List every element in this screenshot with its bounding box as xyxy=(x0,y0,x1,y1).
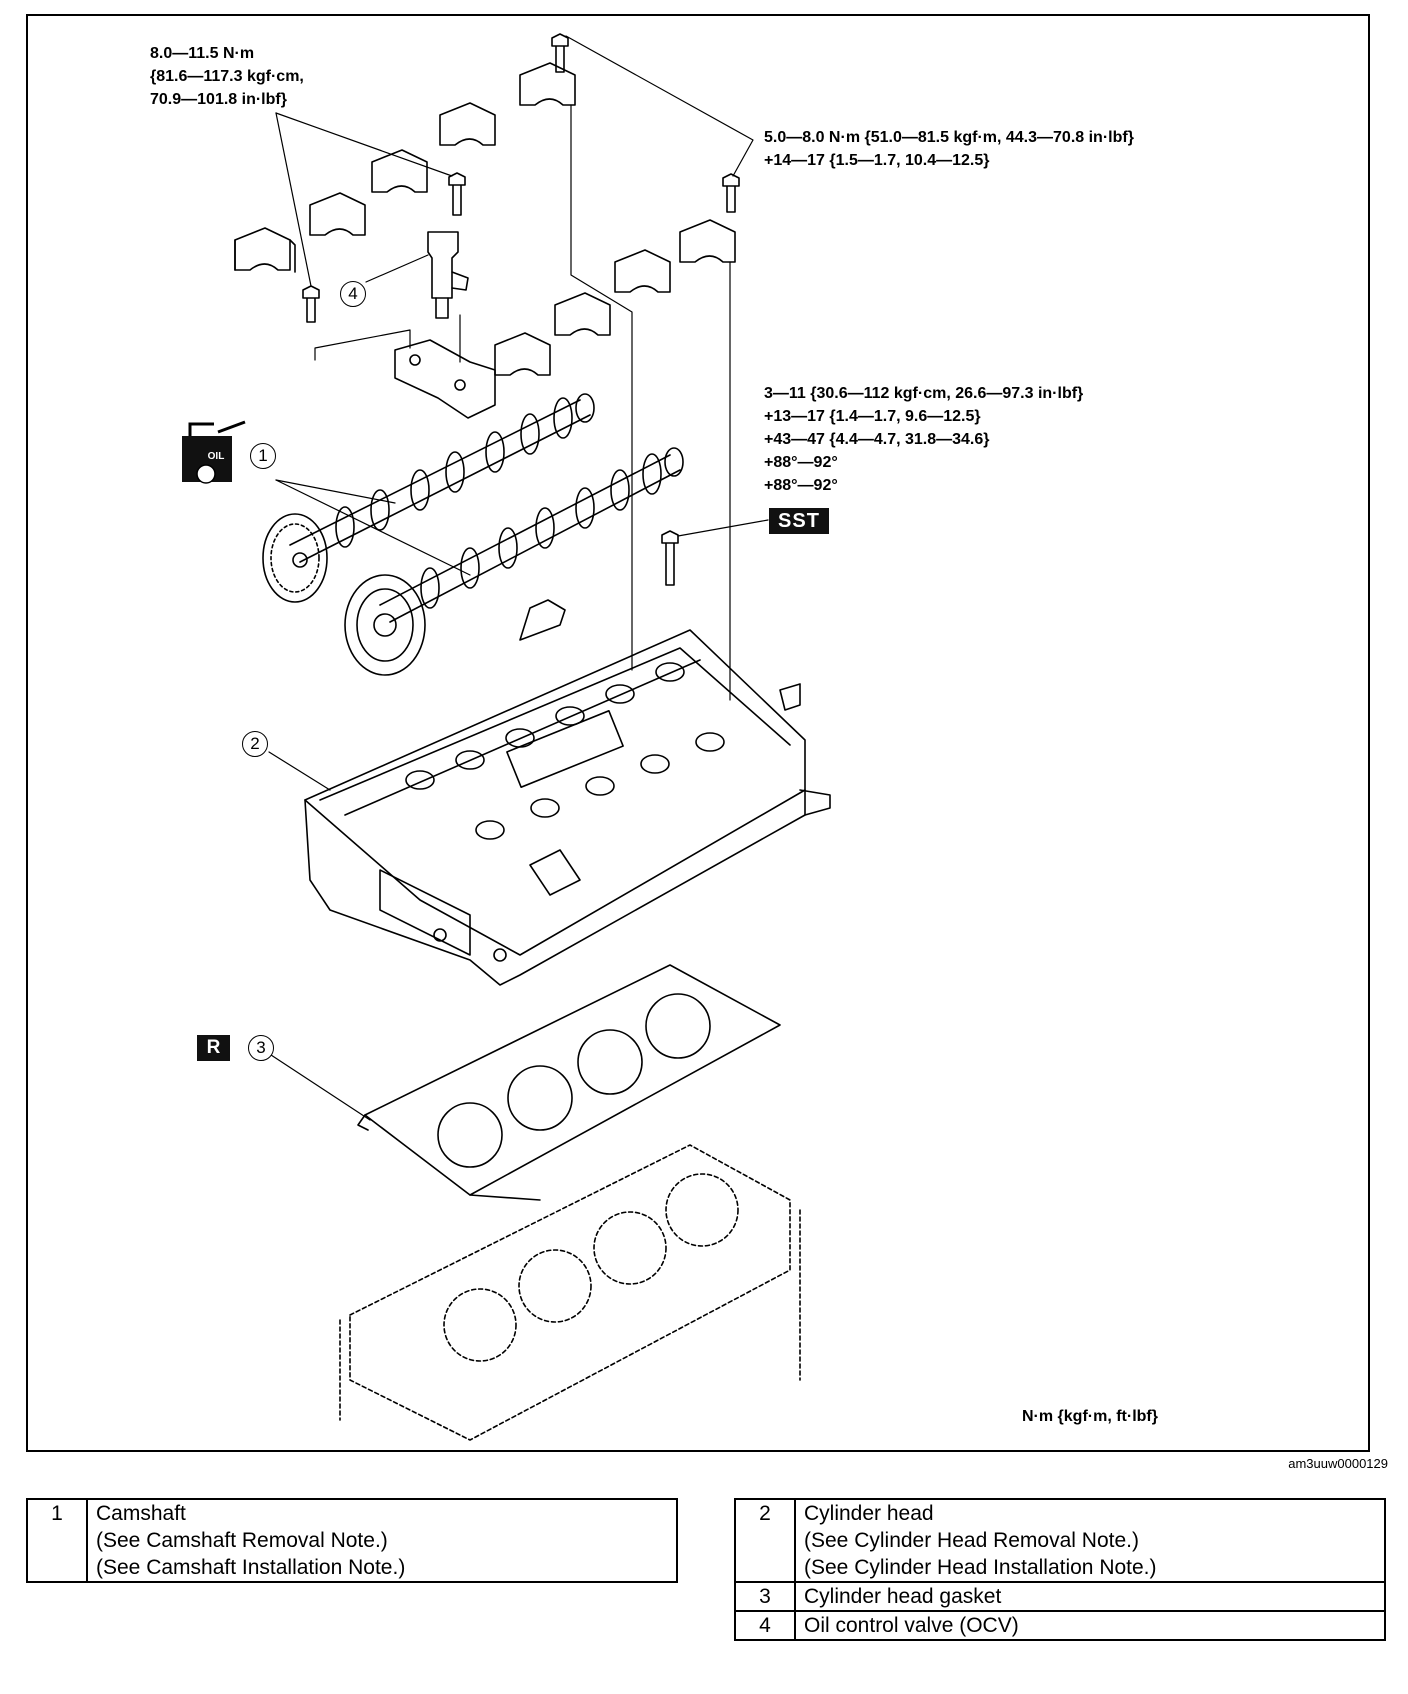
cylinder-head xyxy=(304,599,831,986)
legend-description: Cylinder head (See Cylinder Head Removal… xyxy=(794,1498,1386,1583)
legend-line: Camshaft xyxy=(96,1502,186,1525)
torque-spec-ocv-bolt: 8.0—11.5 N·m {81.6—117.3 kgf·cm, 70.9—10… xyxy=(150,42,304,111)
torque-line: 70.9—101.8 in·lbf} xyxy=(150,91,287,108)
legend-line: (See Cylinder Head Removal Note.) xyxy=(804,1529,1139,1552)
camshaft-cap-row-right xyxy=(494,219,736,376)
legend-row: 3 Cylinder head gasket xyxy=(734,1581,1386,1612)
figure-code: am3uuw0000129 xyxy=(1288,1456,1388,1471)
torque-line: +88°—92° xyxy=(764,454,838,471)
torque-units-note: N·m {kgf·m, ft·lbf} xyxy=(1022,1408,1158,1425)
camshaft-cap-row-left xyxy=(234,62,576,273)
legend-row: 1 Camshaft (See Camshaft Removal Note.) … xyxy=(26,1498,678,1583)
cylinder-head-gasket xyxy=(357,964,781,1201)
torque-line: +13—17 {1.4—1.7, 9.6—12.5} xyxy=(764,408,981,425)
torque-line: +88°—92° xyxy=(764,477,838,494)
legend-description: Oil control valve (OCV) xyxy=(794,1610,1386,1641)
torque-line: +14—17 {1.5—1.7, 10.4—12.5} xyxy=(764,152,990,169)
legend-number: 2 xyxy=(734,1498,796,1583)
legend-line: (See Cylinder Head Installation Note.) xyxy=(804,1556,1157,1579)
bolt-set xyxy=(302,33,740,586)
torque-spec-cap-bolt: 5.0—8.0 N·m {51.0—81.5 kgf·m, 44.3—70.8 … xyxy=(764,126,1134,172)
replace-part-badge: R xyxy=(197,1035,230,1061)
parts-legend-right: 2 Cylinder head (See Cylinder Head Remov… xyxy=(734,1498,1386,1641)
diagram-frame xyxy=(26,14,1370,1452)
legend-row: 4 Oil control valve (OCV) xyxy=(734,1610,1386,1641)
legend-description: Cylinder head gasket xyxy=(794,1581,1386,1612)
ocv-bracket xyxy=(394,339,496,419)
exploded-view-drawing: OIL xyxy=(182,33,831,1441)
legend-line: Cylinder head xyxy=(804,1502,934,1525)
sst-badge: SST xyxy=(769,508,829,534)
torque-spec-head-bolt: 3—11 {30.6—112 kgf·cm, 26.6—97.3 in·lbf}… xyxy=(764,382,1083,497)
torque-line: 5.0—8.0 N·m {51.0—81.5 kgf·m, 44.3—70.8 … xyxy=(764,129,1134,146)
callout-3: 3 xyxy=(248,1035,274,1061)
legend-line: (See Camshaft Installation Note.) xyxy=(96,1556,406,1579)
legend-number: 4 xyxy=(734,1610,796,1641)
oil-control-valve xyxy=(427,231,469,319)
callout-4: 4 xyxy=(340,281,366,307)
callout-1: 1 xyxy=(250,443,276,469)
legend-row: 2 Cylinder head (See Cylinder Head Remov… xyxy=(734,1498,1386,1583)
oil-can-icon: OIL xyxy=(182,420,246,484)
torque-line: {81.6—117.3 kgf·cm, xyxy=(150,68,304,85)
legend-number: 3 xyxy=(734,1581,796,1612)
camshaft-upper xyxy=(262,393,595,603)
oil-can-label: OIL xyxy=(208,451,225,462)
legend-line: Oil control valve (OCV) xyxy=(804,1614,1019,1637)
torque-line: 3—11 {30.6—112 kgf·cm, 26.6—97.3 in·lbf} xyxy=(764,385,1084,402)
legend-number: 1 xyxy=(26,1498,88,1583)
parts-legend-left: 1 Camshaft (See Camshaft Removal Note.) … xyxy=(26,1498,678,1583)
legend-description: Camshaft (See Camshaft Removal Note.) (S… xyxy=(86,1498,678,1583)
cylinder-block xyxy=(339,1144,801,1441)
torque-line: 8.0—11.5 N·m xyxy=(150,45,255,62)
callout-2: 2 xyxy=(242,731,268,757)
legend-line: (See Camshaft Removal Note.) xyxy=(96,1529,388,1552)
legend-line: Cylinder head gasket xyxy=(804,1585,1002,1608)
torque-line: +43—47 {4.4—4.7, 31.8—34.6} xyxy=(764,431,990,448)
leader-lines xyxy=(267,35,769,1121)
